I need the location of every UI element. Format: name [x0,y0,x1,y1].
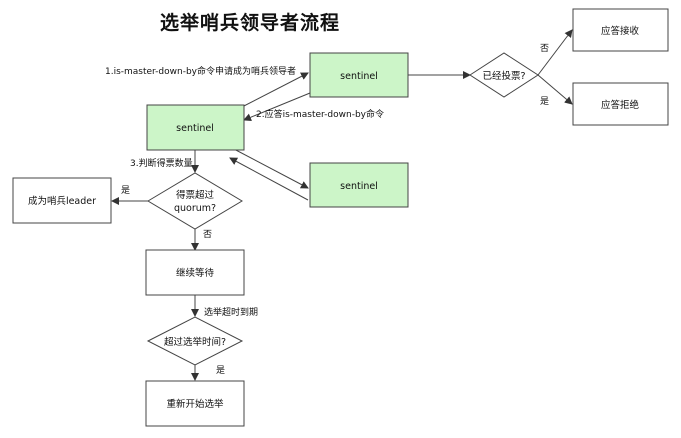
edge-reply-command [243,92,311,122]
node-sentinel-main [146,104,245,151]
edge-request-bottom [231,147,309,189]
edge-request-vote [239,72,309,109]
diagram-title: 选举哨兵领导者流程 [159,12,340,34]
node-keep-waiting [145,249,245,296]
label-quorum-line1: 得票超过 [176,189,215,201]
label-timeout-expired: 选举超时到期 [204,306,258,318]
node-reply-reject [572,82,669,126]
label-yes-timeout: 是 [216,365,225,376]
label-timeout-decision: 超过选举时间? [164,336,226,348]
label-no-quorum: 否 [203,229,212,240]
edge-no-voted [537,29,573,76]
label-quorum-line2: quorum? [174,203,216,214]
node-restart-election [145,380,245,427]
label-reply-reject: 应答拒绝 [601,99,640,111]
node-timeout-decision [146,316,244,366]
node-sentinel-top [309,52,409,98]
node-reply-accept [572,8,669,52]
node-voted-decision [469,52,539,98]
label-restart-election: 重新开始选举 [166,398,224,410]
label-sentinel-top: sentinel [340,71,378,82]
label-sentinel-bottom: sentinel [340,181,378,192]
edge-reply-bottom [229,157,309,201]
label-sentinel-main: sentinel [176,123,214,134]
label-become-leader: 成为哨兵leader [28,195,96,207]
edge-yes-voted [537,74,573,105]
label-yes-voted: 是 [540,96,549,107]
node-quorum-decision [147,172,243,230]
label-count-votes: 3.判断得票数量 [130,157,193,169]
label-request-vote: 1.is-master-down-by命令申请成为哨兵领导者 [105,65,296,77]
label-no-voted: 否 [540,43,549,54]
label-keep-waiting: 继续等待 [176,267,215,279]
label-reply-command: 2.应答is-master-down-by命令 [256,108,384,120]
node-become-leader [12,177,112,224]
node-sentinel-bottom [309,162,409,208]
label-voted-decision: 已经投票? [482,70,525,82]
label-reply-accept: 应答接收 [601,25,640,37]
label-yes-quorum: 是 [121,185,130,196]
